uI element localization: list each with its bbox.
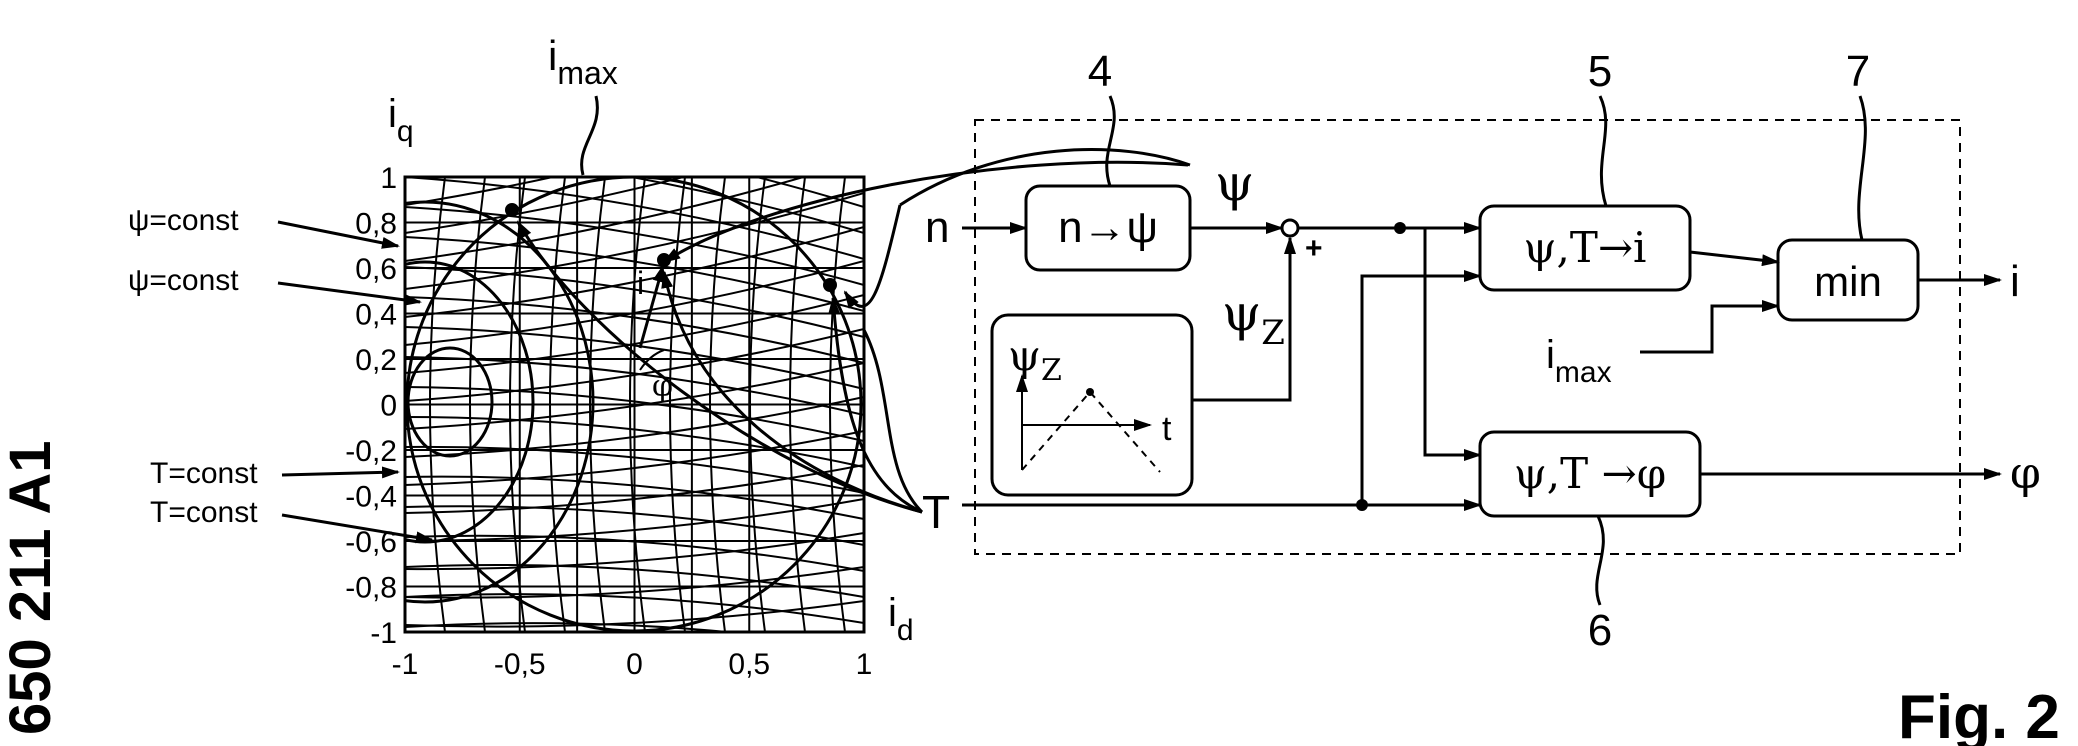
x-tick-labels: -1 -0,5 0 0,5 1 — [392, 648, 873, 681]
wire-T-up — [1362, 276, 1480, 505]
angle-label: φ — [652, 369, 673, 404]
figure-label: Fig. 2 — [1898, 683, 2060, 746]
ref-7-leader — [1859, 96, 1866, 240]
y-tick-label: 0,2 — [355, 344, 397, 377]
ref-4-leader — [1107, 96, 1115, 186]
y-tick-labels: 10,80,60,40,20-0,2-0,4-0,6-0,8-1 — [345, 162, 397, 650]
y-tick-label: 0,4 — [355, 299, 397, 332]
block-psiT-to-i: ψ,T→i — [1480, 206, 1690, 290]
id-axis-label: id — [888, 591, 914, 647]
ref-4: 4 — [1088, 47, 1112, 96]
svg-text:n→ψ: n→ψ — [1058, 203, 1158, 252]
t-const-label-1: T=const — [150, 457, 258, 490]
ref-5: 5 — [1588, 47, 1612, 96]
output-i: i — [2010, 257, 2020, 306]
psi-const-label-1: ψ=const — [128, 204, 239, 237]
y-tick-label: 1 — [380, 162, 397, 195]
characteristic-plot: 10,80,60,40,20-0,2-0,4-0,6-0,8-1 -1-0,50… — [128, 32, 922, 746]
x-tick-label: 0 — [626, 648, 643, 681]
hatch-curve-b — [405, 703, 864, 716]
ref-7: 7 — [1846, 47, 1870, 96]
svg-text:min: min — [1814, 258, 1882, 305]
block-psiz-generator: ψZ t — [992, 315, 1192, 495]
y-tick-label: -0,2 — [345, 435, 397, 468]
x-tick-label: -1 — [392, 648, 419, 681]
y-tick-label: 0,6 — [355, 253, 397, 286]
side-label: 650 211 A1 — [0, 440, 63, 735]
constant-curves-hatching — [405, 57, 864, 746]
hatch-curve-a — [405, 737, 864, 746]
imax-plot-label: imax — [548, 32, 618, 91]
x-tick-label: 1 — [856, 648, 873, 681]
y-tick-label: -0,4 — [345, 481, 397, 514]
imax-leader — [582, 96, 598, 175]
arrow-i-to-min — [1690, 252, 1778, 262]
hatch-curve-a — [405, 681, 864, 701]
hatch-curve-b — [405, 57, 864, 177]
t-envelope-curve — [864, 330, 922, 512]
operating-point-3 — [823, 278, 837, 292]
input-T: T — [922, 486, 950, 538]
t-const-arrow-1 — [282, 472, 398, 475]
psi-const-arrow-2 — [278, 283, 420, 302]
svg-text:t: t — [1162, 410, 1172, 448]
input-n: n — [925, 203, 949, 252]
psi-const-label-2: ψ=const — [128, 264, 239, 297]
iq-axis-label: iq — [388, 92, 414, 148]
arrow-imax-to-min — [1640, 306, 1778, 352]
current-vector-label: i — [637, 265, 644, 301]
signal-psiz: ψZ — [1222, 284, 1285, 353]
output-phi: φ — [2010, 448, 2041, 499]
ref-6: 6 — [1588, 606, 1612, 655]
block-n-to-psi: n→ψ — [1026, 186, 1190, 270]
x-tick-label: -0,5 — [494, 648, 546, 681]
block-psiT-to-phi: ψ,T →φ — [1480, 432, 1700, 516]
sum-plus: + — [1305, 232, 1323, 265]
input-imax: imax — [1546, 333, 1612, 389]
wire-psi-down — [1400, 228, 1480, 455]
y-tick-label: -1 — [370, 617, 397, 650]
signal-psi: ψ — [1215, 154, 1254, 212]
block-min: min — [1778, 240, 1918, 320]
svg-text:ψ,T→i: ψ,T→i — [1524, 223, 1647, 272]
operating-point-1 — [505, 203, 519, 217]
x-tick-label: 0,5 — [728, 648, 770, 681]
y-tick-label: -0,8 — [345, 572, 397, 605]
t-const-label-2: T=const — [150, 496, 258, 529]
hatch-curve-a — [405, 709, 864, 727]
summing-junction — [1282, 220, 1298, 236]
y-tick-label: 0 — [380, 390, 397, 423]
y-tick-label: 0,8 — [355, 208, 397, 241]
psi-contour-3 — [408, 348, 492, 456]
ref-6-leader — [1597, 516, 1604, 605]
svg-text:ψ,T →φ: ψ,T →φ — [1514, 449, 1666, 498]
ref-5-leader — [1600, 96, 1606, 206]
